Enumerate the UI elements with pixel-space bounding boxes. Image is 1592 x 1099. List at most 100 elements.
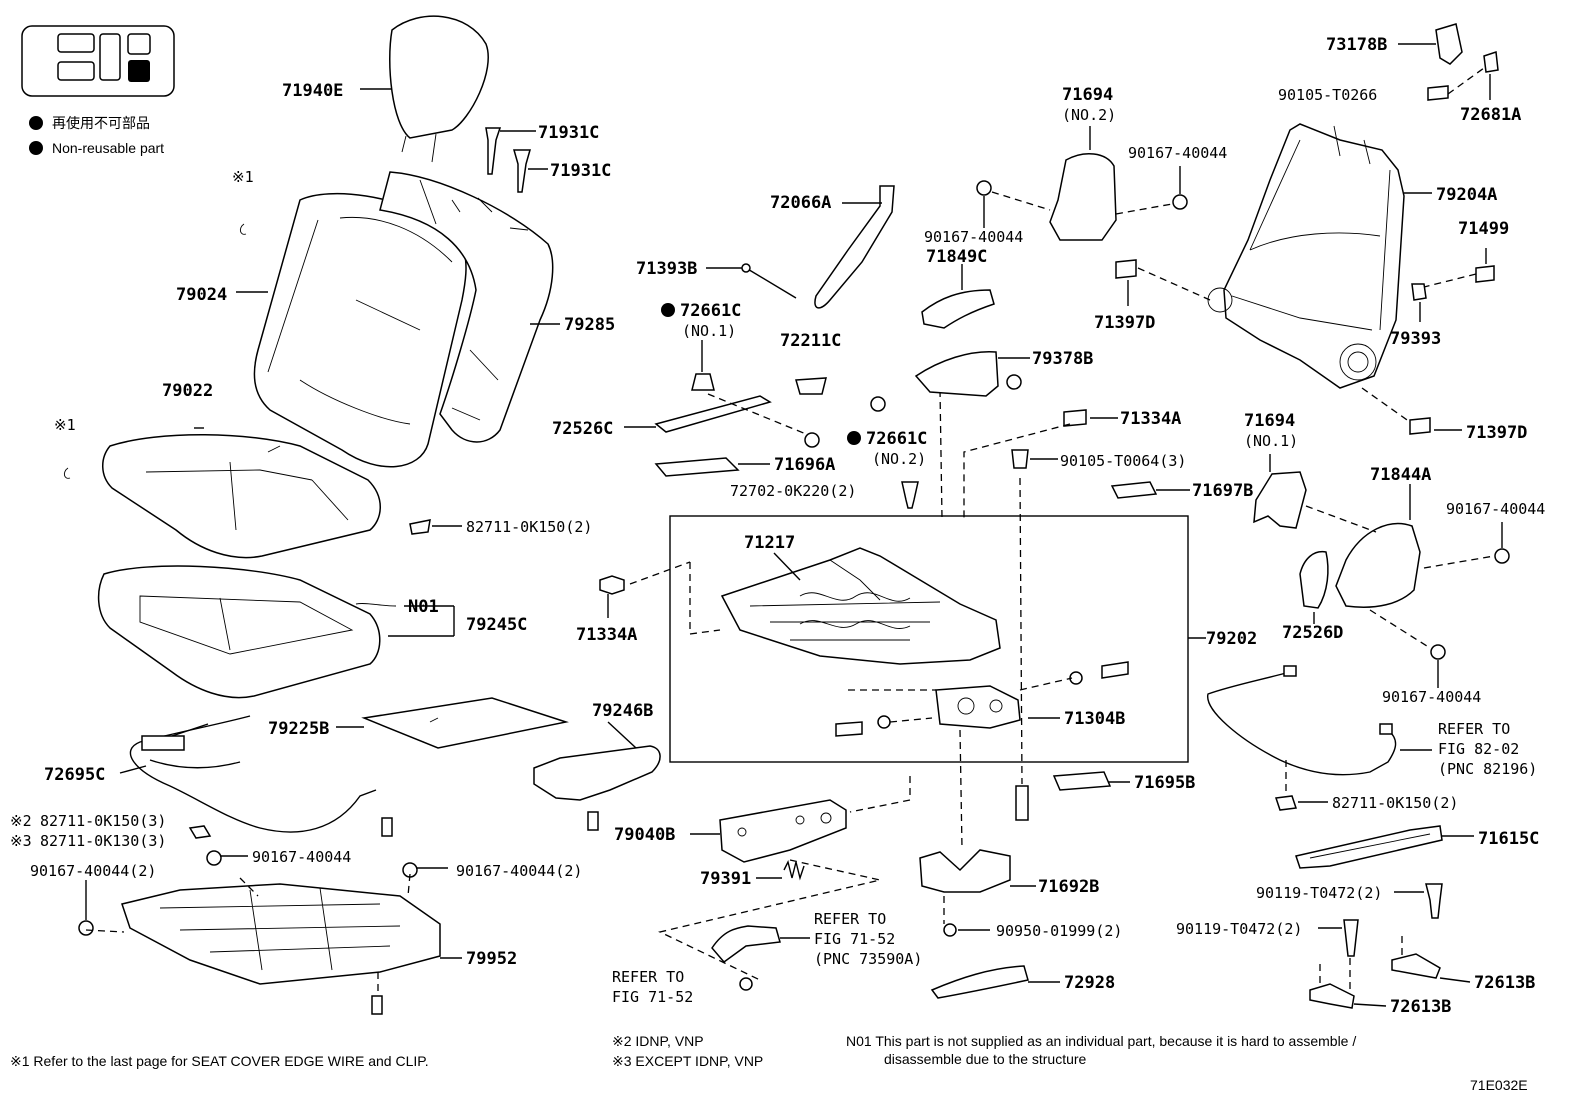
part-label: 79245C <box>466 615 527 635</box>
part-label: 71931C <box>550 161 611 181</box>
footnotes: ※1 Refer to the last page for SEAT COVER… <box>10 1033 1528 1093</box>
cushion-sheet <box>361 697 569 749</box>
part-label: 72526D <box>1282 623 1343 643</box>
bolt <box>1425 883 1443 919</box>
bolt <box>371 995 383 1015</box>
hinge-bracket <box>719 799 847 863</box>
clip <box>943 923 957 937</box>
part-label: (NO.2) <box>872 450 926 468</box>
rail-cover <box>1295 825 1443 869</box>
legend-cell-black <box>128 60 150 82</box>
cushion-frame <box>121 883 441 985</box>
part-label: 72526C <box>552 419 613 439</box>
hinge-cover <box>1253 471 1307 529</box>
part-label: 90167-40044 <box>924 228 1023 246</box>
spring <box>783 859 805 881</box>
trim-cover <box>1299 550 1329 609</box>
part-label: 82711-0K150(3) <box>40 812 166 830</box>
seat-cushion-cover <box>102 434 381 559</box>
seatback-frame <box>1223 123 1405 389</box>
non-reusable-dot-icon <box>661 303 675 317</box>
part-label: 79225B <box>268 719 329 739</box>
part-label: 72661C <box>866 429 927 449</box>
part-label: 90105-T0266 <box>1278 86 1377 104</box>
footnote-3: ※3 EXCEPT IDNP, VNP <box>612 1053 763 1069</box>
part-label: 79391 <box>700 869 751 889</box>
figure-code: 71E032E <box>1470 1077 1528 1093</box>
label-sheet <box>1110 481 1158 499</box>
side-bracket <box>533 745 661 801</box>
part-label: 71334A <box>576 625 637 645</box>
part-label: 79952 <box>466 949 517 969</box>
part-label: 71499 <box>1458 219 1509 239</box>
recliner-mechanism <box>935 685 1021 729</box>
footnote-mark: ※3 <box>10 832 32 850</box>
part-label: 90167-40044(2) <box>456 862 582 880</box>
seat-cushion-group <box>97 427 462 699</box>
bolt <box>78 920 94 936</box>
part-label: 71697B <box>1192 481 1253 501</box>
footnote-2: ※2 IDNP, VNP <box>612 1033 704 1049</box>
release-cable <box>129 715 377 833</box>
reference-text: REFER TO <box>814 910 886 928</box>
part-label: 72702-0K220(2) <box>730 482 856 500</box>
non-reusable-dot-icon <box>847 431 861 445</box>
part-label: 71940E <box>282 81 343 101</box>
label-sheet <box>1052 771 1112 791</box>
part-label: (NO.2) <box>1062 106 1116 124</box>
part-label: 71696A <box>774 455 835 475</box>
part-labels: 71940E 71931C 71931C ※1 79024 79285 7902… <box>10 35 1545 1017</box>
legend-jp-label: 再使用不可部品 <box>52 115 150 131</box>
part-label: 82711-0K150(2) <box>466 518 592 536</box>
seat-back-cover <box>253 192 467 468</box>
center-lower-group <box>658 389 1130 999</box>
reference-text: (PNC 73590A) <box>814 950 922 968</box>
footnote-mark: ※1 <box>232 168 254 186</box>
bushing <box>1411 283 1427 301</box>
part-label: 79022 <box>162 381 213 401</box>
part-label: 90119-T0472(2) <box>1176 920 1302 938</box>
center-right-group <box>870 126 1190 520</box>
part-label: (NO.1) <box>1244 432 1298 450</box>
part-label: 71217 <box>744 533 795 553</box>
bolt <box>901 481 919 509</box>
headrest <box>389 15 489 139</box>
cable-end <box>141 735 185 751</box>
bolt <box>1430 644 1446 660</box>
legend-en-label: Non-reusable part <box>52 140 164 156</box>
legend-frame <box>21 25 175 97</box>
part-label: 90167-40044 <box>252 848 351 866</box>
bolt <box>1015 785 1029 821</box>
bolt <box>381 817 393 837</box>
wire-harness <box>1207 671 1397 776</box>
part-label: 79040B <box>614 825 675 845</box>
non-reusable-dot-icon <box>29 116 43 130</box>
bushing <box>1483 50 1499 73</box>
part-label: (NO.1) <box>682 322 736 340</box>
reference-text: (PNC 82196) <box>1438 760 1537 778</box>
seat-cushion-pad <box>97 565 381 699</box>
part-label: 71694 <box>1062 85 1113 105</box>
bolt <box>1427 85 1449 101</box>
bolt <box>1494 548 1510 564</box>
bolt <box>1172 194 1188 210</box>
bolt <box>870 396 886 412</box>
part-label: 90119-T0472(2) <box>1256 884 1382 902</box>
rail-bracket <box>1309 983 1355 1009</box>
cap-cover <box>1435 23 1463 65</box>
part-label: 79378B <box>1032 349 1093 369</box>
part-label: 72661C <box>680 301 741 321</box>
part-label: 71393B <box>636 259 697 279</box>
rail-bracket <box>1391 953 1441 979</box>
bolt <box>976 180 992 196</box>
part-label: 72066A <box>770 193 831 213</box>
trim-piece <box>921 289 995 329</box>
headrest-guide-pin <box>485 127 502 175</box>
part-label: 79285 <box>564 315 615 335</box>
part-label: N01 <box>408 597 439 617</box>
non-reusable-dot-icon <box>29 141 43 155</box>
part-label: 71695B <box>1134 773 1195 793</box>
reference-text: FIG 82-02 <box>1438 740 1519 758</box>
